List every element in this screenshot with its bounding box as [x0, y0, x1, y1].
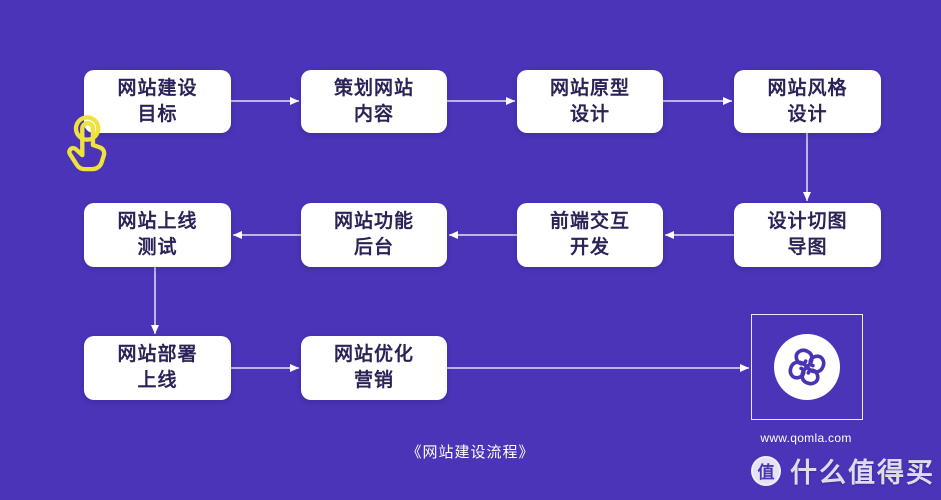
node-label-line1: 网站风格 — [767, 77, 848, 99]
node-label-line1: 网站上线 — [117, 211, 198, 232]
diagram-caption: 《网站建设流程》 — [406, 444, 535, 461]
logo-website-url: www.qomla.com — [760, 431, 852, 445]
node-label-line2: 目标 — [137, 103, 178, 125]
flow-node-optimize-marketing: 网站优化 营销 — [301, 336, 447, 400]
flow-node-prototype-design: 网站原型 设计 — [517, 70, 663, 133]
company-logo-box — [751, 314, 863, 420]
node-label-line1: 网站功能 — [333, 211, 414, 232]
node-label-line1: 网站建设 — [117, 77, 198, 99]
zhi-badge-icon: 值 — [751, 455, 781, 486]
flow-node-style-design: 网站风格 设计 — [734, 70, 881, 133]
flow-node-deploy-launch: 网站部署 上线 — [84, 336, 231, 400]
node-label-line1: 网站原型 — [549, 77, 630, 99]
flow-node-site-goal: 网站建设 目标 — [84, 70, 231, 133]
node-label-line2: 测试 — [137, 237, 178, 258]
node-label-line2: 内容 — [353, 103, 394, 125]
node-label-line2: 设计 — [787, 103, 828, 125]
flow-node-plan-content: 策划网站 内容 — [301, 70, 447, 133]
node-label-line1: 策划网站 — [333, 77, 414, 99]
flow-node-design-slicing: 设计切图 导图 — [734, 203, 881, 267]
smzdm-watermark: 值 什么值得买 — [751, 451, 935, 490]
node-label-line1: 网站部署 — [117, 344, 198, 365]
node-label-line2: 上线 — [137, 370, 178, 391]
node-label-line1: 网站优化 — [333, 344, 414, 365]
node-label-line2: 后台 — [353, 237, 394, 258]
node-label-line2: 导图 — [787, 237, 828, 258]
flow-node-frontend-dev: 前端交互 开发 — [517, 203, 663, 267]
node-label-line2: 设计 — [569, 103, 610, 125]
quatrefoil-swirl-logo-icon — [774, 334, 840, 400]
tap-hand-icon — [67, 115, 107, 172]
node-label-line2: 营销 — [353, 370, 394, 391]
flow-node-backend-features: 网站功能 后台 — [301, 203, 447, 267]
node-label-line2: 开发 — [569, 237, 610, 258]
node-label-line1: 前端交互 — [549, 211, 630, 232]
node-label-line1: 设计切图 — [767, 211, 848, 232]
watermark-label: 什么值得买 — [790, 458, 935, 488]
flow-node-launch-testing: 网站上线 测试 — [84, 203, 231, 267]
